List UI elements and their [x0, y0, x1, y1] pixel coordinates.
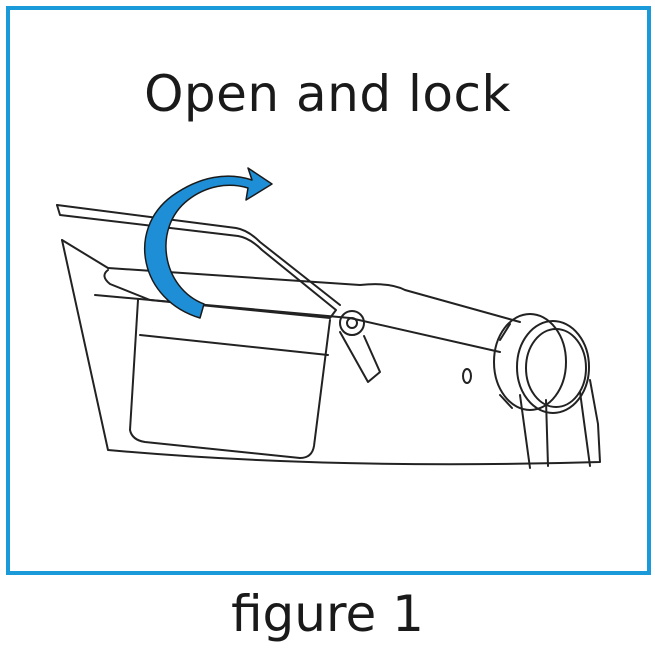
lamp-body-top-edge: [61, 239, 109, 269]
lamp-bar-bottom: [94, 294, 501, 353]
body-slot: [462, 368, 472, 384]
lamp-body-outline: [61, 239, 601, 466]
flap-edge: [56, 204, 341, 306]
end-cap-join: [499, 323, 513, 409]
stand-leg: [519, 391, 591, 469]
recess-inner-line: [139, 334, 329, 356]
hinged-flap: [56, 204, 337, 319]
figure-caption: figure 1: [231, 585, 424, 643]
end-cap-face: [525, 328, 587, 408]
lamp-bar-top: [107, 267, 521, 323]
hinge-pin-outer: [339, 310, 365, 336]
end-cap-outer: [516, 320, 590, 414]
figure-frame: [6, 6, 651, 575]
curved-rotation-arrow-icon: [144, 167, 273, 319]
end-cap-rim: [493, 313, 567, 411]
instruction-title: Open and lock: [144, 65, 511, 123]
hinge-bracket: [339, 331, 381, 383]
hinge-pin-inner: [346, 317, 358, 329]
recess-outline: [129, 299, 331, 459]
